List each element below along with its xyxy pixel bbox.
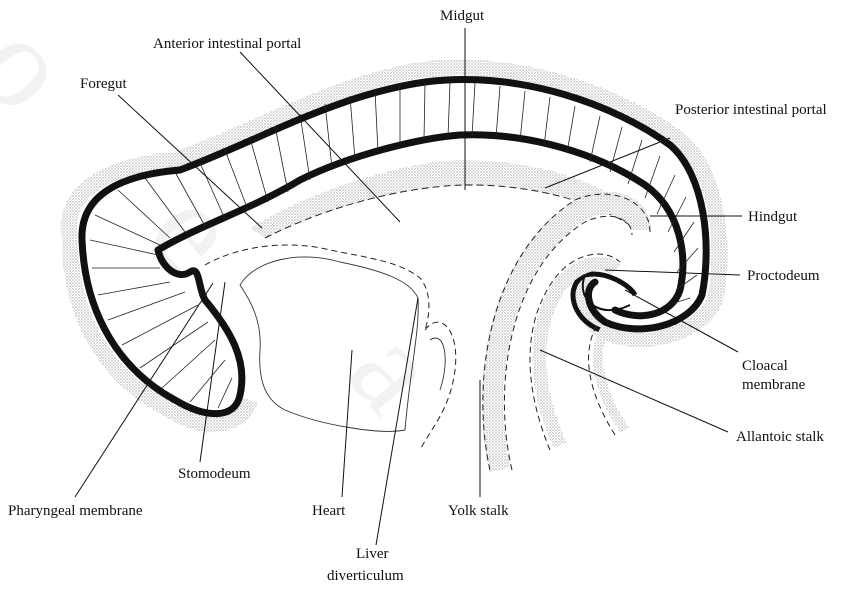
svg-text:a: a (321, 301, 468, 438)
label-midgut: Midgut (440, 8, 485, 24)
label-cloacal-membrane-1: Cloacal (742, 358, 788, 374)
label-yolk-stalk: Yolk stalk (448, 503, 509, 519)
label-hindgut: Hindgut (748, 209, 798, 225)
label-anterior-intestinal-portal: Anterior intestinal portal (153, 36, 301, 52)
label-pharyngeal-membrane: Pharyngeal membrane (8, 503, 143, 519)
label-liver-diverticulum-1: Liver (356, 546, 388, 562)
label-foregut: Foregut (80, 76, 127, 92)
label-allantoic-stalk: Allantoic stalk (736, 429, 824, 445)
label-posterior-intestinal-portal: Posterior intestinal portal (675, 102, 827, 118)
svg-text:o: o (0, 0, 101, 137)
label-liver-diverticulum-2: diverticulum (327, 568, 404, 584)
label-proctodeum: Proctodeum (747, 268, 820, 284)
label-heart: Heart (312, 503, 346, 519)
label-stomodeum: Stomodeum (178, 466, 251, 482)
label-cloacal-membrane-2: membrane (742, 377, 806, 393)
